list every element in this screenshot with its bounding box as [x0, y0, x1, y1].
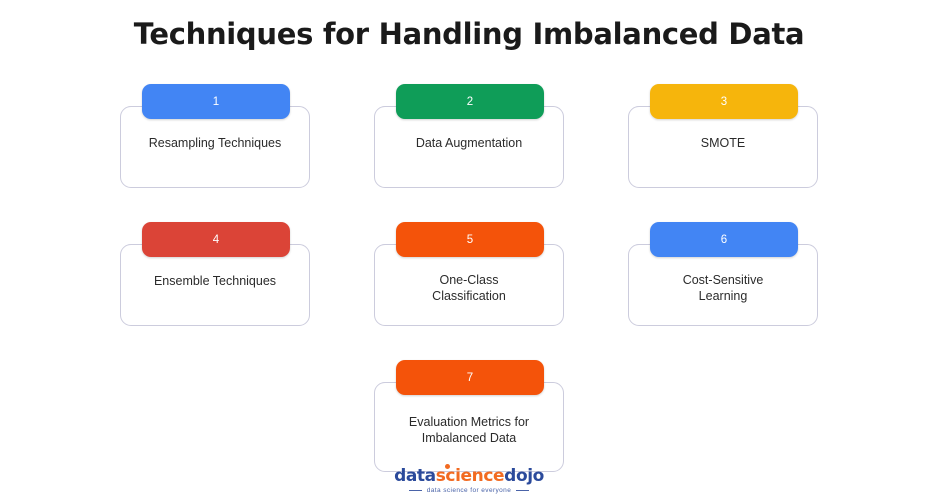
card-label: Resampling Techniques — [148, 136, 282, 150]
technique-card-3[interactable]: SMOTE 3 — [628, 84, 818, 188]
logo-tagline-row: data science for everyone — [0, 487, 938, 494]
card-label: One-Class Classification — [432, 273, 506, 303]
card-number-pill: 1 — [142, 84, 290, 119]
card-number: 5 — [466, 233, 474, 246]
card-number: 1 — [212, 95, 220, 108]
dash-right-icon — [516, 490, 530, 491]
card-number: 6 — [720, 233, 728, 246]
card-body: Data Augmentation — [374, 106, 564, 188]
card-row-2: Ensemble Techniques 4 One-Class Classifi… — [0, 222, 938, 326]
logo-wordmark: datasciencedojo — [394, 464, 544, 486]
card-label: Evaluation Metrics for Imbalanced Data — [408, 415, 530, 445]
technique-card-7[interactable]: Evaluation Metrics for Imbalanced Data 7 — [374, 360, 564, 472]
card-number-pill: 7 — [396, 360, 544, 395]
card-number-pill: 6 — [650, 222, 798, 257]
person-icon — [445, 464, 451, 469]
technique-card-5[interactable]: One-Class Classification 5 — [374, 222, 564, 326]
technique-card-2[interactable]: Data Augmentation 2 — [374, 84, 564, 188]
card-body: Cost-Sensitive Learning — [628, 244, 818, 326]
card-label: Cost-Sensitive Learning — [682, 273, 764, 303]
card-label: Data Augmentation — [415, 136, 523, 150]
card-number-pill: 4 — [142, 222, 290, 257]
card-label: SMOTE — [700, 136, 746, 150]
technique-card-1[interactable]: Resampling Techniques 1 — [120, 84, 310, 188]
logo-part-data: data — [394, 466, 436, 486]
techniques-board: Resampling Techniques 1 Data Augmentatio… — [0, 84, 938, 472]
logo-tagline: data science for everyone — [426, 487, 512, 494]
card-body: Evaluation Metrics for Imbalanced Data — [374, 382, 564, 472]
card-body: One-Class Classification — [374, 244, 564, 326]
dash-left-icon — [408, 490, 422, 491]
card-number: 4 — [212, 233, 220, 246]
card-row-3: Evaluation Metrics for Imbalanced Data 7 — [0, 360, 938, 472]
card-number-pill: 3 — [650, 84, 798, 119]
technique-card-4[interactable]: Ensemble Techniques 4 — [120, 222, 310, 326]
card-number: 7 — [466, 371, 474, 384]
card-number: 3 — [720, 95, 728, 108]
page-title: Techniques for Handling Imbalanced Data — [133, 17, 805, 51]
card-body: SMOTE — [628, 106, 818, 188]
logo-part-science: science — [435, 466, 505, 486]
card-label: Ensemble Techniques — [153, 274, 277, 288]
technique-card-6[interactable]: Cost-Sensitive Learning 6 — [628, 222, 818, 326]
card-number-pill: 5 — [396, 222, 544, 257]
card-number-pill: 2 — [396, 84, 544, 119]
card-number: 2 — [466, 95, 474, 108]
logo-part-dojo: dojo — [504, 466, 544, 486]
brand-logo: datasciencedojo data science for everyon… — [0, 464, 938, 494]
card-body: Resampling Techniques — [120, 106, 310, 188]
card-row-1: Resampling Techniques 1 Data Augmentatio… — [0, 84, 938, 188]
